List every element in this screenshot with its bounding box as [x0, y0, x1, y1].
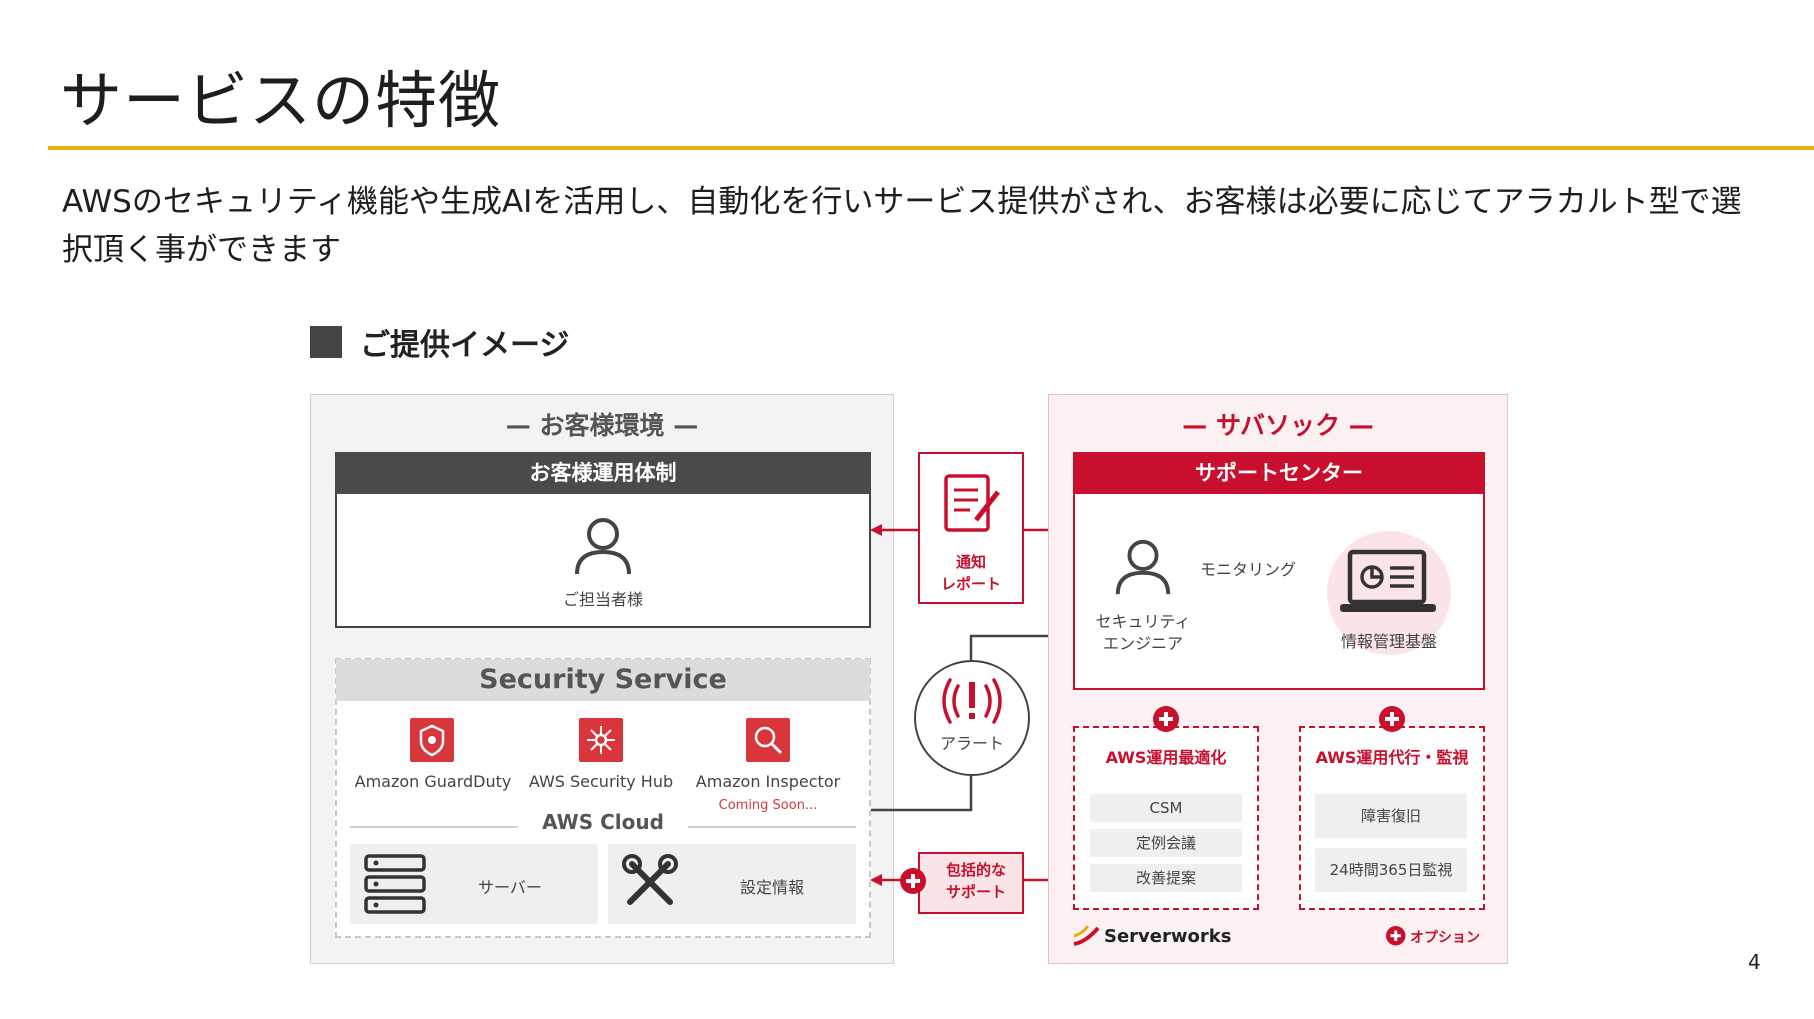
- customer-environment-title: — お客様環境 —: [505, 411, 699, 440]
- title-underline: [48, 146, 1814, 150]
- guardduty-label: Amazon GuardDuty: [354, 772, 512, 791]
- security-hub-label: AWS Security Hub: [528, 772, 674, 791]
- section-label: ご提供イメージ: [360, 328, 570, 363]
- report-label: レポート: [940, 575, 1001, 593]
- support-label-2: サポート: [945, 883, 1006, 901]
- option-legend-label: オプション: [1410, 930, 1480, 946]
- support-center-header: サポートセンター: [1073, 452, 1485, 494]
- option-legend-plus-icon: [1386, 926, 1406, 946]
- guardduty-icon: [410, 718, 454, 762]
- inspector-label: Amazon Inspector: [695, 772, 841, 791]
- alert-icon: [942, 678, 1002, 724]
- chip-failure-recovery: 障害復旧: [1315, 794, 1467, 838]
- page-number: 4: [1748, 950, 1761, 974]
- serverworks-environment-title: — サバソック —: [1182, 411, 1374, 440]
- person-icon: [575, 518, 631, 575]
- support-box: [918, 852, 1024, 914]
- chip-improvement-proposal: 改善提案: [1090, 864, 1242, 892]
- section-marker: [310, 326, 342, 358]
- engineer-label-1: セキュリティ: [1095, 612, 1191, 631]
- serverworks-logo-icon: [1073, 925, 1100, 946]
- support-label-1: 包括的な: [945, 861, 1006, 879]
- inspector-coming-soon: Coming Soon...: [718, 798, 818, 813]
- server-icon: [364, 854, 426, 914]
- person-label: ご担当者様: [562, 590, 643, 609]
- cloud-divider-left: [350, 826, 518, 828]
- report-icon: [944, 474, 1000, 532]
- aws-cloud-label: AWS Cloud: [542, 810, 664, 834]
- customer-ops-header: お客様運用体制: [335, 452, 871, 494]
- serverworks-brand: Serverworks: [1104, 926, 1232, 947]
- support-plus-icon: [900, 868, 926, 894]
- chip-regular-meeting: 定例会議: [1090, 829, 1242, 857]
- operations-title: AWS運用代行・監視: [1315, 748, 1469, 767]
- security-hub-icon: [579, 718, 623, 762]
- config-label: 設定情報: [740, 878, 805, 897]
- page-title: サービスの特徴: [60, 64, 502, 137]
- chip-csm: CSM: [1090, 794, 1242, 822]
- platform-icon: [1327, 531, 1451, 655]
- operations-plus-icon: [1379, 706, 1405, 732]
- optimization-plus-icon: [1153, 706, 1179, 732]
- chip-24h-monitoring: 24時間365日監視: [1315, 848, 1467, 892]
- server-label: サーバー: [478, 878, 542, 897]
- security-service-title: Security Service: [336, 659, 870, 701]
- engineer-icon: [1115, 539, 1171, 595]
- inspector-icon: [746, 718, 790, 762]
- tools-icon: [622, 854, 678, 905]
- cloud-divider-right: [688, 826, 856, 828]
- optimization-title: AWS運用最適化: [1105, 748, 1227, 767]
- alert-label: アラート: [939, 734, 1004, 753]
- description-text: AWSのセキュリティ機能や生成AIを活用し、自動化を行いサービス提供がされ、お客…: [62, 184, 1742, 268]
- platform-label: 情報管理基盤: [1340, 632, 1437, 651]
- monitoring-label: モニタリング: [1199, 560, 1296, 579]
- notify-label: 通知: [955, 553, 986, 571]
- engineer-label-2: エンジニア: [1102, 634, 1183, 653]
